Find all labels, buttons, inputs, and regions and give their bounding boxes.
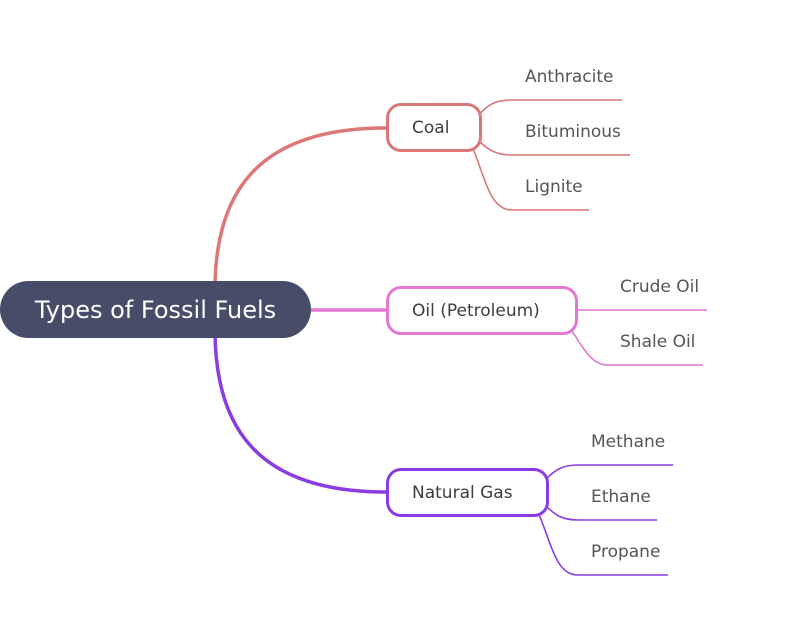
branch-coal-label: Coal [412,117,450,138]
connector-gas-propane [537,511,668,576]
connector-oil-shale [569,327,703,366]
leaf-bituminous[interactable]: Bituminous [525,122,621,142]
connector-coal-anthracite [477,99,622,117]
root-topic-label: Types of Fossil Fuels [34,295,277,324]
connector-gas-ethane [544,504,657,521]
branch-coal[interactable]: Coal [386,103,482,152]
leaf-ethane[interactable]: Ethane [591,487,651,507]
leaf-crude-oil[interactable]: Crude Oil [620,277,700,297]
leaf-propane[interactable]: Propane [591,542,661,562]
connector-coal-bituminous [477,139,630,156]
leaf-methane[interactable]: Methane [591,432,666,452]
connector-root-gas [213,329,387,494]
branch-natural-gas-label: Natural Gas [412,482,513,503]
root-topic[interactable]: Types of Fossil Fuels [0,281,311,338]
leaf-lignite[interactable]: Lignite [525,177,583,197]
branch-oil[interactable]: Oil (Petroleum) [386,286,578,335]
connector-coal-lignite [471,145,589,211]
branch-oil-label: Oil (Petroleum) [412,300,540,321]
connector-gas-methane [544,464,673,481]
leaf-shale-oil[interactable]: Shale Oil [620,332,696,352]
leaf-anthracite[interactable]: Anthracite [525,67,614,87]
branch-natural-gas[interactable]: Natural Gas [386,468,549,517]
connector-root-coal [213,126,387,291]
